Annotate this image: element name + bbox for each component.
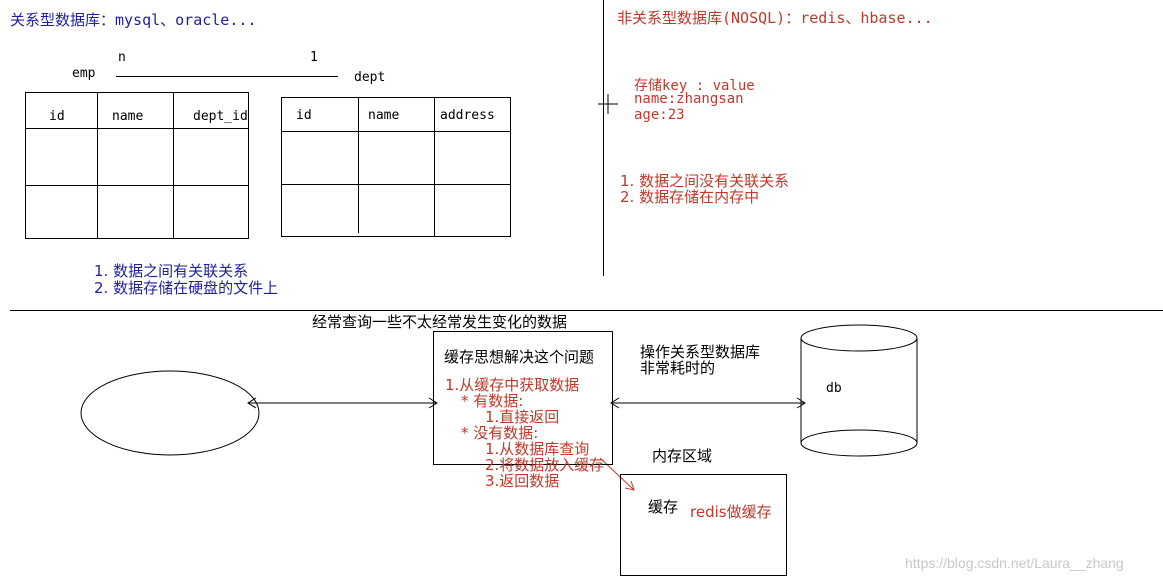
emp-col-dept-id: dept_id: [193, 109, 248, 124]
emp-table-label: emp: [72, 66, 96, 81]
dept-table-row-divider: [281, 184, 511, 185]
cache-step-1: 1.从缓存中获取数据: [445, 376, 580, 394]
relation-n-label: n: [118, 50, 126, 65]
redis-cache-label: redis做缓存: [690, 503, 772, 521]
memory-area-label: 内存区域: [652, 447, 713, 465]
dept-col-id: id: [296, 108, 312, 123]
kv-line-3: age:23: [634, 107, 685, 123]
crosshair-cursor-icon: [598, 94, 618, 114]
dept-table-col-divider: [434, 97, 435, 237]
emp-table-col-divider: [173, 92, 174, 239]
dept-col-name: name: [368, 108, 400, 123]
cache-strategy-box: [433, 331, 613, 465]
kv-line-1: 存储key : value: [634, 78, 755, 94]
nosql-note-2: 2. 数据存储在内存中: [620, 188, 760, 206]
nosql-note-1: 1. 数据之间没有关联关系: [620, 172, 790, 190]
db-cylinder-icon: [800, 324, 918, 457]
dept-table: [281, 97, 511, 237]
relation-line: [116, 76, 338, 77]
relation-1-label: 1: [310, 50, 318, 65]
db-label: db: [826, 381, 842, 396]
emp-col-id: id: [49, 109, 65, 124]
emp-table-col-divider: [97, 92, 98, 239]
cache-label: 缓存: [648, 498, 679, 516]
db-cost-note-2: 非常耗时的: [640, 359, 716, 377]
cache-step-return-data: 3.返回数据: [485, 472, 560, 490]
section-vertical-divider: [603, 0, 604, 276]
relational-db-title: 关系型数据库：mysql、oracle...: [10, 11, 257, 29]
emp-table: [25, 92, 249, 239]
cache-step-query-db: 1.从数据库查询: [485, 440, 590, 458]
dept-table-label: dept: [354, 70, 386, 85]
dept-table-header-divider: [281, 131, 511, 132]
dept-table-col-divider: [358, 97, 359, 233]
cache-step-no-data: * 没有数据:: [461, 424, 539, 442]
client-cache-arrow: [247, 397, 438, 409]
cache-db-arrow: [610, 397, 806, 409]
cache-step-return-directly: 1.直接返回: [485, 408, 560, 426]
db-cost-note-1: 操作关系型数据库: [640, 343, 761, 361]
memory-area-box: [620, 474, 787, 576]
emp-table-row-divider: [25, 185, 249, 186]
emp-table-header-divider: [25, 128, 249, 129]
relational-note-2: 2. 数据存储在硬盘的文件上: [94, 279, 279, 297]
section-horizontal-divider: [10, 310, 1163, 311]
nosql-title: 非关系型数据库(NOSQL)：redis、hbase...: [617, 9, 933, 27]
relational-note-1: 1. 数据之间有关联关系: [94, 262, 249, 280]
cache-step-put-cache: 2.将数据放入缓存: [485, 456, 605, 474]
client-ellipse: [80, 370, 260, 456]
store-to-cache-arrow: [599, 457, 635, 491]
emp-col-name: name: [112, 109, 144, 124]
cache-strategy-title: 缓存思想解决这个问题: [444, 348, 595, 366]
cache-scenario-caption: 经常查询一些不太经常发生变化的数据: [312, 313, 568, 331]
kv-line-2: name:zhangsan: [634, 91, 744, 107]
cache-step-has-data: * 有数据:: [461, 392, 524, 410]
dept-col-address: address: [440, 108, 495, 123]
watermark: https://blog.csdn.net/Laura__zhang: [905, 555, 1124, 571]
